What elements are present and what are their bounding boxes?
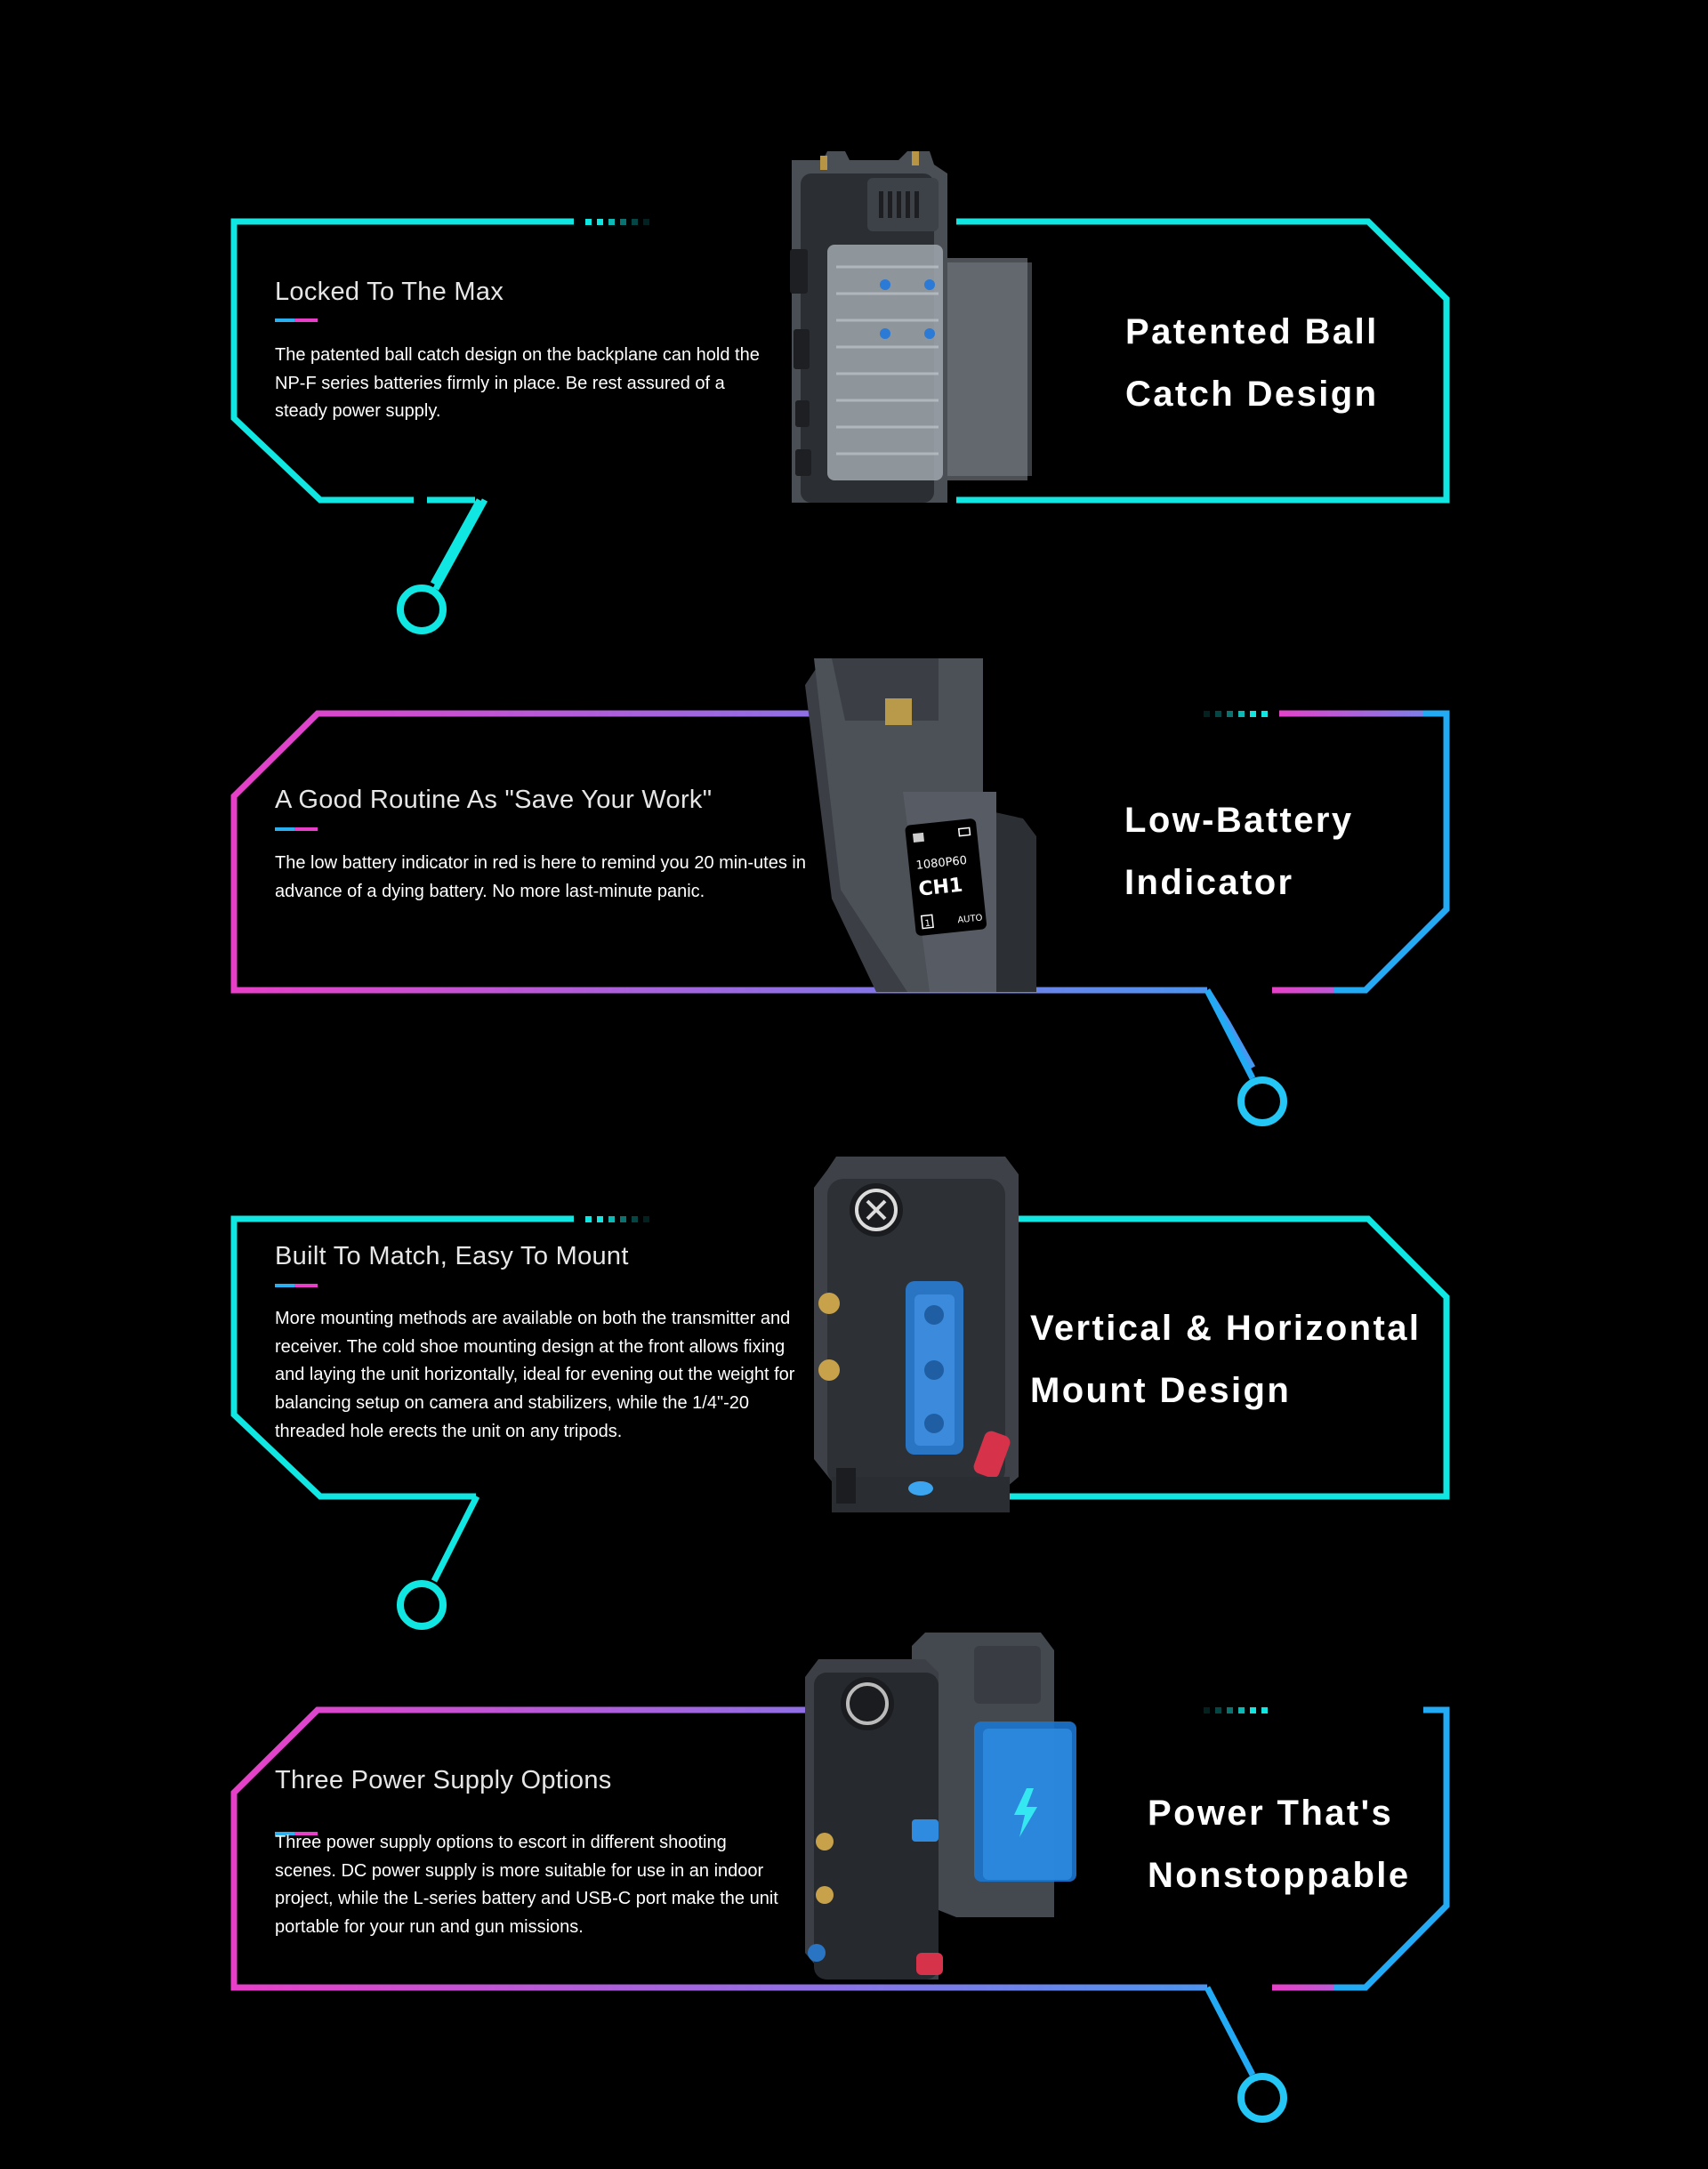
section-1-headline-line-2: Catch Design (1125, 375, 1379, 414)
section-1-body: The patented ball catch design on the ba… (275, 345, 760, 422)
section-4-frame-right (1279, 1706, 1450, 1991)
section-4-connector-node (1237, 2073, 1287, 2123)
section-3-dots (585, 1216, 649, 1222)
section-2-connector-node (1237, 1076, 1287, 1126)
section-3-device-image (814, 1157, 1019, 1512)
section-1-title: Locked To The Max (275, 278, 504, 306)
section-3-body: More mounting methods are available on b… (275, 1309, 795, 1441)
section-3-connector-node (397, 1580, 447, 1630)
section-3-frame (230, 1215, 1450, 1583)
section-2-title: A Good Routine As "Save Your Work" (275, 786, 713, 814)
section-2-dots (1204, 711, 1268, 717)
section-4-title: Three Power Supply Options (275, 1766, 612, 1794)
section-3-title: Built To Match, Easy To Mount (275, 1242, 629, 1270)
section-2-frame-right (1272, 710, 1450, 994)
screen-index: 1 (924, 919, 931, 930)
section-4-body: Three power supply options to escort in … (275, 1833, 778, 1938)
section-1-headline-line-1: Patented Ball (1125, 312, 1379, 351)
section-2-device-image: 1080P60 CH1 AUTO 1 (805, 658, 1036, 992)
section-4-headline-line-2: Nonstoppable (1148, 1856, 1411, 1895)
section-2-headline-line-1: Low-Battery (1124, 801, 1354, 840)
section-3-headline-line-1: Vertical & Horizontal (1030, 1309, 1422, 1348)
screen-mode: AUTO (957, 913, 983, 925)
section-4-frame (230, 1706, 1207, 1991)
section-4-headline-line-1: Power That's (1148, 1794, 1394, 1833)
section-2-body: The low battery indicator in red is here… (275, 853, 806, 901)
section-1-connector-node (397, 585, 447, 634)
section-1-dots (585, 219, 649, 225)
section-2-headline-line-2: Indicator (1124, 863, 1294, 902)
section-4-device-image (805, 1633, 1076, 1980)
screen-resolution: 1080P60 (915, 854, 968, 873)
screen-channel: CH1 (917, 875, 963, 901)
title-accents (275, 318, 318, 1835)
section-1-frame (230, 218, 1450, 585)
section-3-headline-line-2: Mount Design (1030, 1371, 1292, 1410)
section-4-dots (1204, 1707, 1268, 1713)
section-1-device-image (790, 151, 1032, 503)
